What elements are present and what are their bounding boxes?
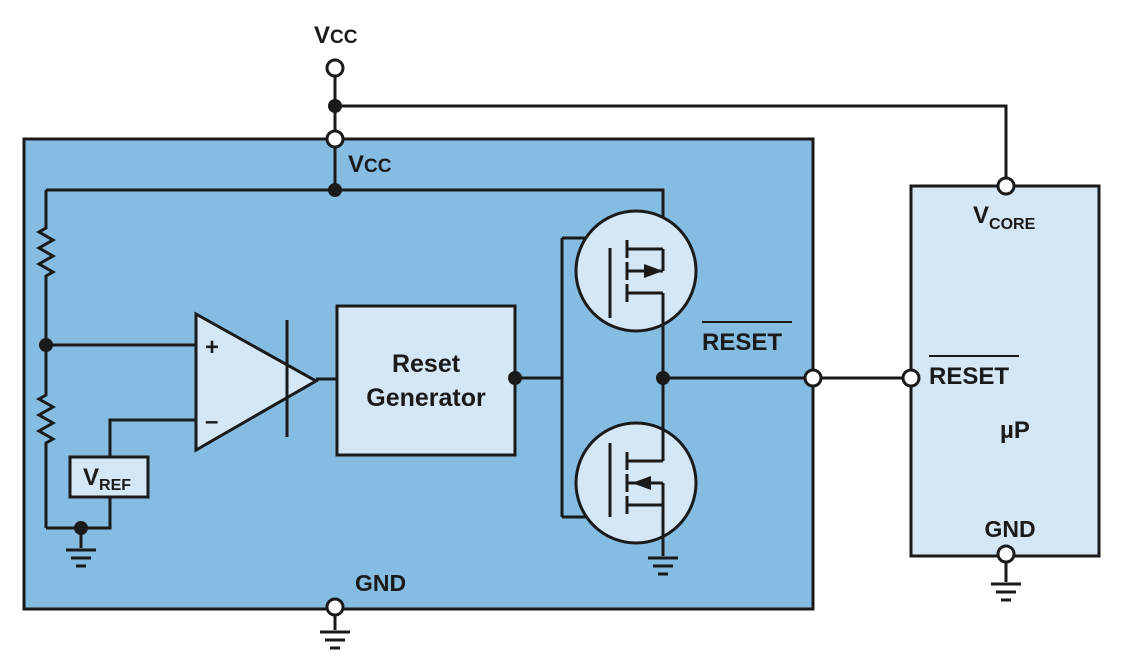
- resistor-divider: [35, 190, 196, 528]
- up-gnd-pin: [996, 544, 1016, 564]
- reset-generator-line1: Reset: [392, 350, 461, 378]
- comparator-triangle: [194, 311, 320, 453]
- junction-dot: [328, 99, 342, 113]
- chip-reset-pin: [803, 368, 823, 388]
- vref-box: [68, 455, 150, 499]
- ground-symbol-up: [991, 562, 1021, 602]
- vcore-label: VCORE: [973, 202, 1036, 233]
- junction-dot: [39, 338, 53, 352]
- vcc-top-label: VCC: [314, 22, 358, 49]
- microprocessor-label: µP: [1000, 417, 1030, 444]
- chip-gnd-label: GND: [355, 570, 406, 596]
- reset-generator-block: [335, 304, 517, 457]
- comparator-plus-label: +: [205, 334, 219, 361]
- chip-vcc-pin: [325, 129, 345, 149]
- ground-symbol-nmos: [648, 556, 678, 576]
- ground-symbol-chip: [320, 615, 350, 650]
- up-vcore-pin: [996, 176, 1016, 196]
- junction-dot: [656, 371, 670, 385]
- vcc-chip-label: VCC: [348, 151, 392, 178]
- svg-text:RESET: RESET: [929, 363, 1009, 390]
- ground-symbol-vref: [66, 548, 96, 568]
- vref-label: VREF: [83, 464, 131, 494]
- up-reset-pin: [901, 368, 921, 388]
- up-gnd-label: GND: [984, 516, 1035, 542]
- nmos-transistor: [574, 378, 698, 556]
- svg-text:RESET: RESET: [702, 329, 782, 356]
- junction-dot: [74, 521, 88, 535]
- chip-gnd-pin: [325, 597, 345, 617]
- comparator-minus-label: –: [205, 408, 218, 435]
- pmos-transistor: [574, 209, 698, 378]
- junction-dot: [328, 183, 342, 197]
- junction-dot: [508, 371, 522, 385]
- up-reset-label: RESET: [929, 355, 1019, 390]
- reset-output-label: RESET: [702, 321, 792, 356]
- reset-generator-line2: Generator: [366, 384, 486, 412]
- microprocessor-body: [909, 184, 1101, 558]
- vcc-supply-pin: [325, 58, 345, 78]
